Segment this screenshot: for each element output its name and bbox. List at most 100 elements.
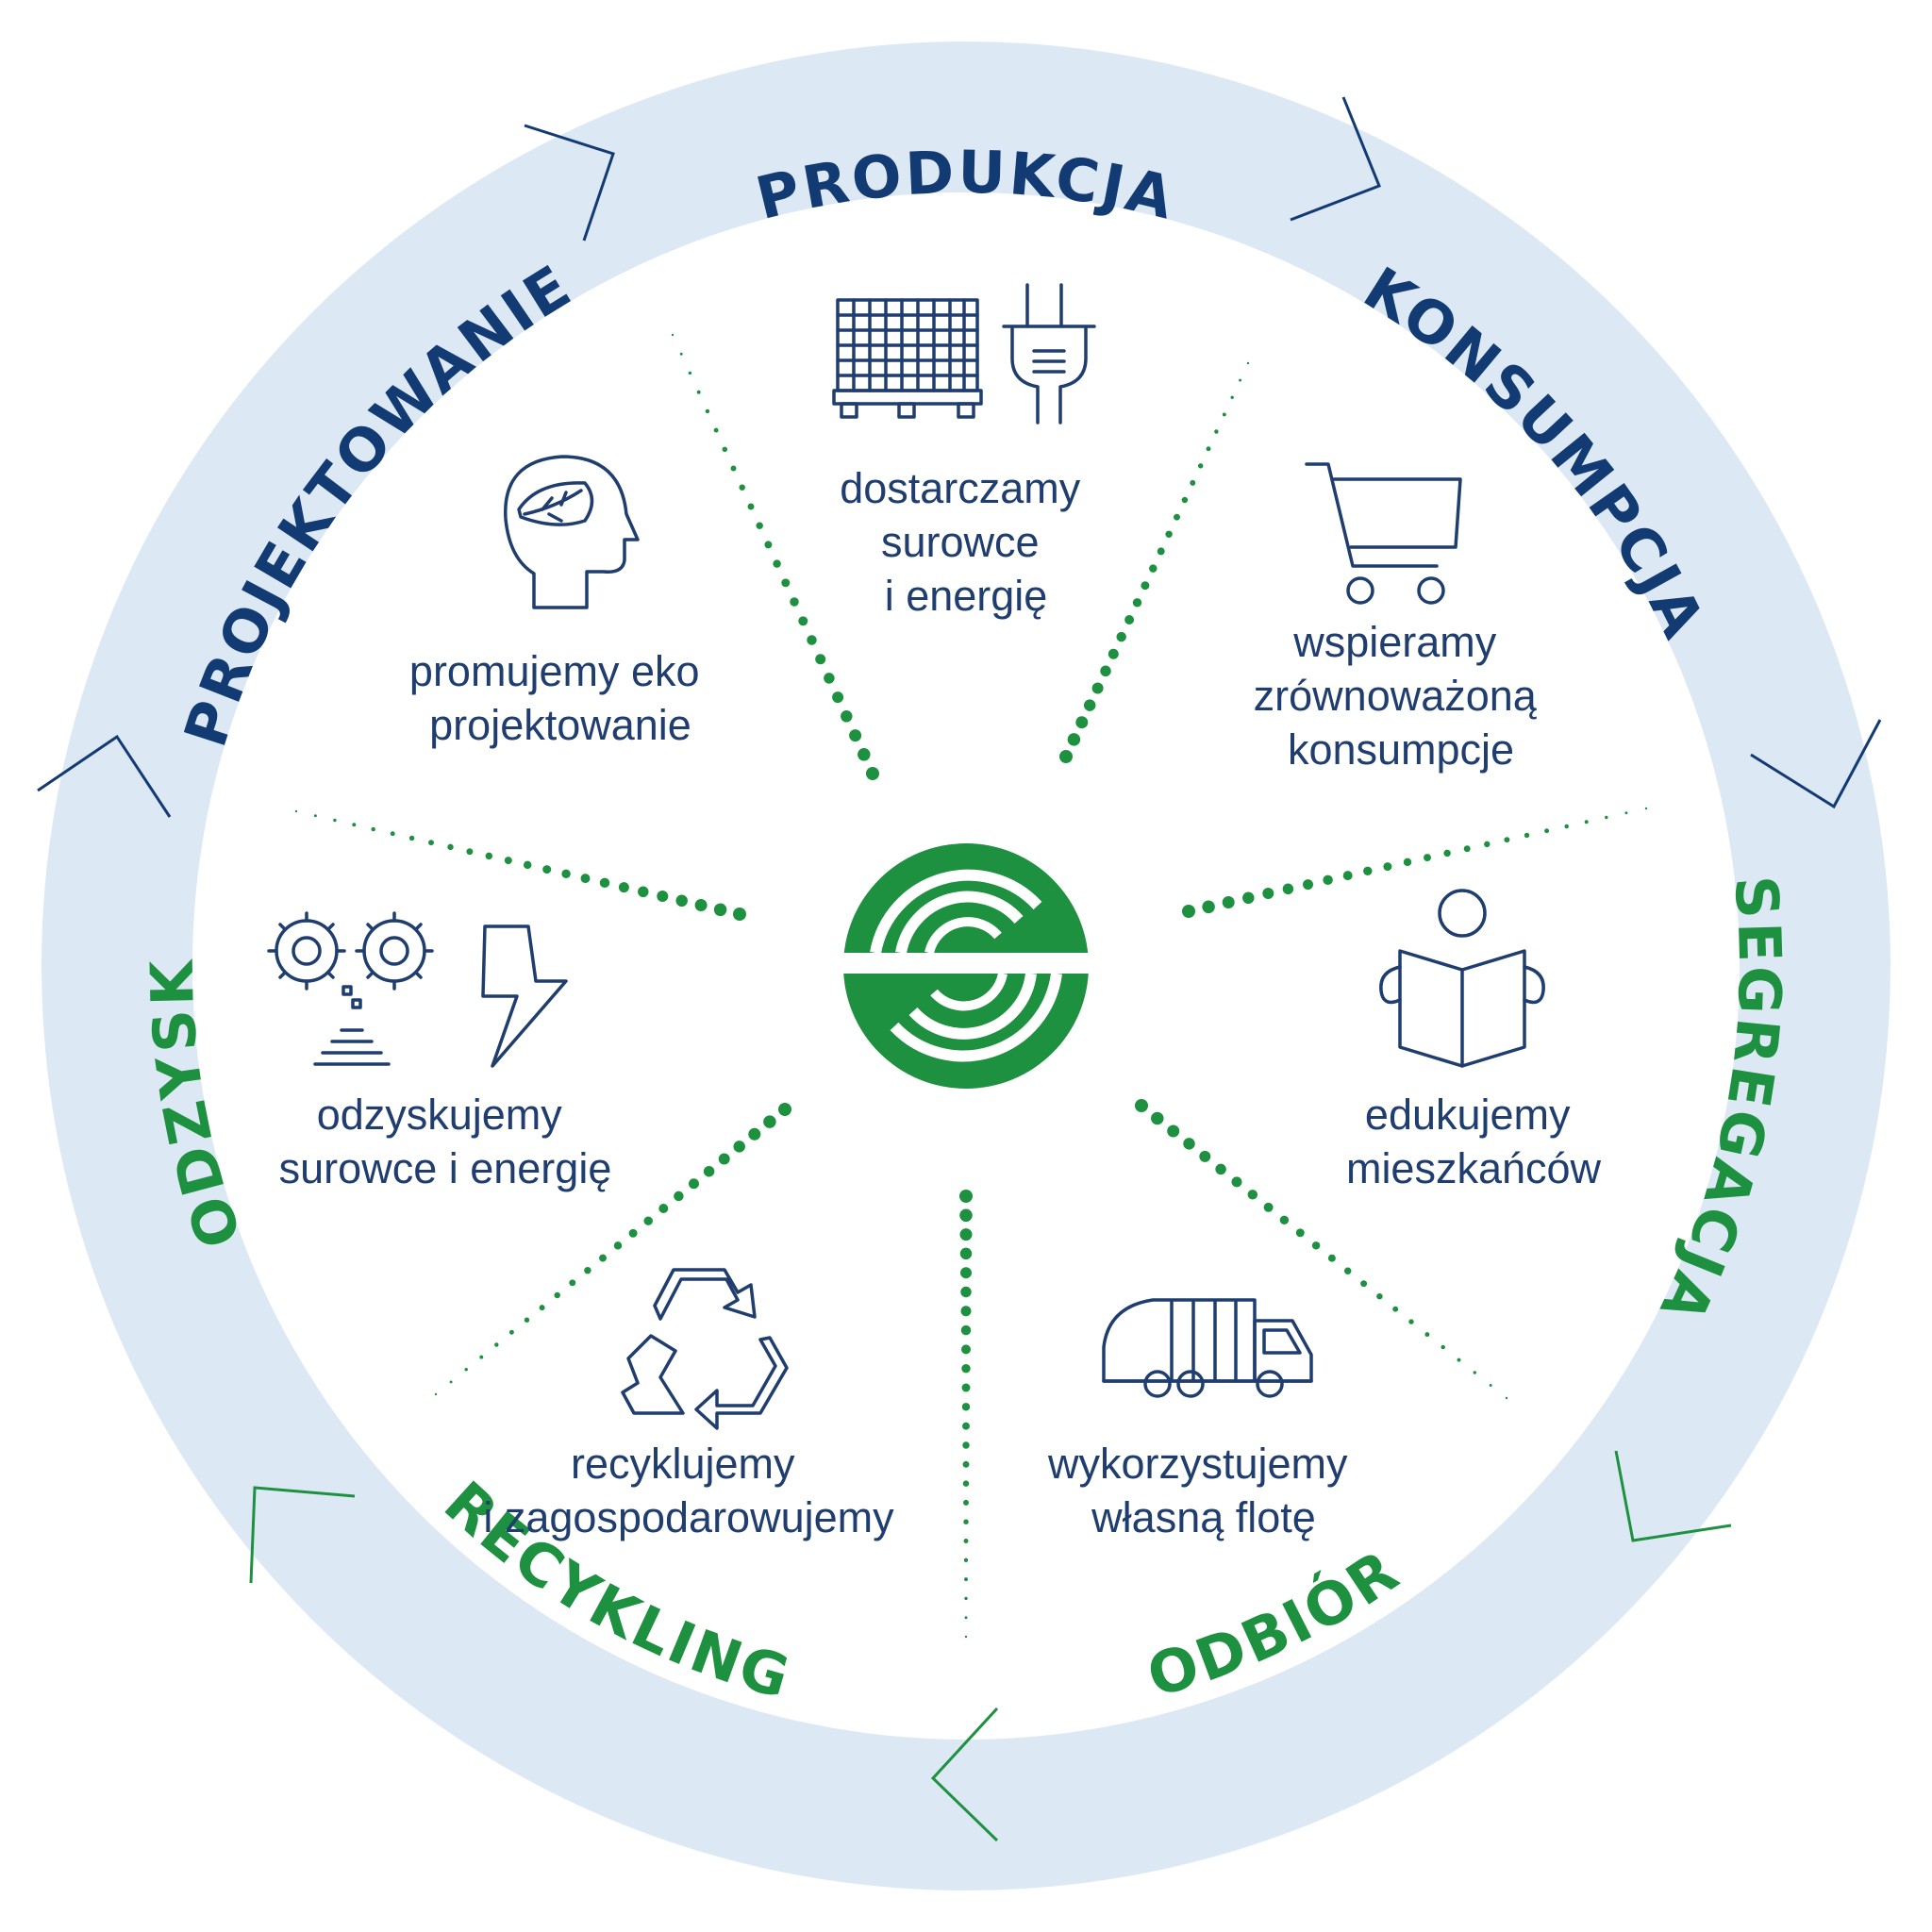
spoke-dot <box>764 541 773 549</box>
spoke-dot <box>1165 530 1173 539</box>
spoke-dot <box>1239 378 1242 382</box>
spoke-dot <box>763 1115 776 1128</box>
desc-segregacja: edukujemy mieszkańców <box>1346 1091 1602 1192</box>
spoke-dot <box>1231 1176 1242 1188</box>
spoke-dot <box>1167 1124 1180 1138</box>
spoke-dot <box>1342 871 1353 881</box>
spoke-dot <box>674 1191 684 1202</box>
desc-projektowanie: promujemy eko projektowanie <box>409 647 711 749</box>
spoke-dot <box>849 729 862 742</box>
spoke-dot <box>824 673 835 684</box>
spoke-dot <box>1116 631 1126 642</box>
spoke-dot <box>1083 699 1096 711</box>
spoke-dot <box>807 635 817 645</box>
spoke-dot <box>1408 1319 1414 1324</box>
spoke-dot <box>1443 849 1451 858</box>
spoke-dot <box>1424 1332 1430 1338</box>
spoke-dot <box>1303 879 1313 891</box>
spoke-dot <box>464 1368 468 1372</box>
spoke-dot <box>1279 1215 1290 1225</box>
spoke-dot <box>1441 1344 1445 1350</box>
spoke-dot <box>1311 1241 1321 1250</box>
spoke-dot <box>1282 883 1294 895</box>
spoke-dot <box>1174 513 1180 521</box>
gears-lightning-icon <box>267 911 568 1068</box>
ring-chevrons <box>37 96 1882 1842</box>
spoke-dot <box>554 1291 560 1299</box>
spoke-dot <box>733 1141 745 1153</box>
spoke-dot <box>1524 832 1530 839</box>
spoke-dot <box>523 860 532 870</box>
spoke-dot <box>959 1247 973 1260</box>
spoke-dot <box>1564 824 1569 829</box>
spoke-dot <box>1262 888 1274 899</box>
spoke-dot <box>1295 1228 1305 1238</box>
spoke-dot <box>675 894 688 908</box>
chevron-icon <box>1614 1450 1732 1542</box>
spoke-dot <box>1206 446 1211 452</box>
spoke-dot <box>1644 807 1648 810</box>
spoke-dot <box>1230 395 1234 399</box>
spoke-dot <box>1214 429 1219 434</box>
spoke-dot <box>961 1344 971 1355</box>
spoke-dot <box>466 848 474 856</box>
spoke-dot <box>1505 1396 1508 1400</box>
person-reading-icon <box>1379 889 1545 1068</box>
head-leaf-icon <box>504 455 640 609</box>
spoke-dot <box>1135 1099 1148 1112</box>
spoke-dot <box>580 874 591 884</box>
spoke-dot <box>628 1228 638 1238</box>
spoke-dot <box>739 484 745 491</box>
spoke-dot <box>1246 361 1250 365</box>
spoke-dot <box>773 559 781 568</box>
spoke-dot <box>1059 750 1073 763</box>
spoke-dot <box>313 814 317 818</box>
chevron-icon <box>930 1707 999 1842</box>
spoke-dot <box>730 465 737 472</box>
shopping-cart-icon <box>1305 462 1462 605</box>
spoke-dot <box>1383 862 1392 872</box>
spoke-dot <box>1183 1138 1195 1150</box>
spoke-dot <box>1457 1357 1461 1362</box>
spoke-dot <box>1075 716 1089 729</box>
spoke-dot <box>561 869 571 879</box>
spoke-dot <box>960 1324 972 1336</box>
spoke-dot <box>618 882 629 893</box>
spoke-dot <box>1124 615 1135 625</box>
spoke-dot <box>1108 648 1119 659</box>
spoke-dot <box>960 1286 972 1298</box>
spoke-dot <box>1323 874 1333 886</box>
spoke-dot <box>960 1306 972 1317</box>
spoke-dot <box>1424 854 1431 862</box>
spoke-dot <box>694 899 708 911</box>
spoke-dot <box>1403 858 1412 867</box>
spoke-dot <box>1181 496 1189 504</box>
spoke-dot <box>959 1228 973 1241</box>
spoke-dot <box>1363 866 1373 876</box>
spoke-dot <box>959 1208 973 1223</box>
spoke-dot <box>790 597 799 607</box>
spoke-dot <box>858 748 871 761</box>
spoke-dot <box>371 826 375 832</box>
spoke-dot <box>832 691 844 704</box>
spoke-dot <box>964 1577 968 1582</box>
spoke-dot <box>479 1355 484 1359</box>
spoke-dot <box>524 1317 530 1323</box>
spoke-dot <box>333 818 337 823</box>
spoke-dot <box>963 1539 969 1543</box>
spoke-dot <box>613 1241 623 1250</box>
chevron-icon <box>524 124 615 242</box>
spoke-dot <box>1141 581 1150 591</box>
spoke-dot <box>658 1204 669 1213</box>
spoke-dot <box>866 767 879 780</box>
spoke-dot <box>1197 463 1204 469</box>
spoke-dot <box>689 1178 699 1190</box>
spoke-dot <box>1624 811 1628 815</box>
spoke-dot <box>1202 900 1215 914</box>
spoke-dot <box>961 1363 971 1374</box>
desc-produkcja: dostarczamy surowce i energię <box>840 464 1092 620</box>
spoke-dot <box>352 823 357 827</box>
spoke-dot <box>781 578 791 588</box>
